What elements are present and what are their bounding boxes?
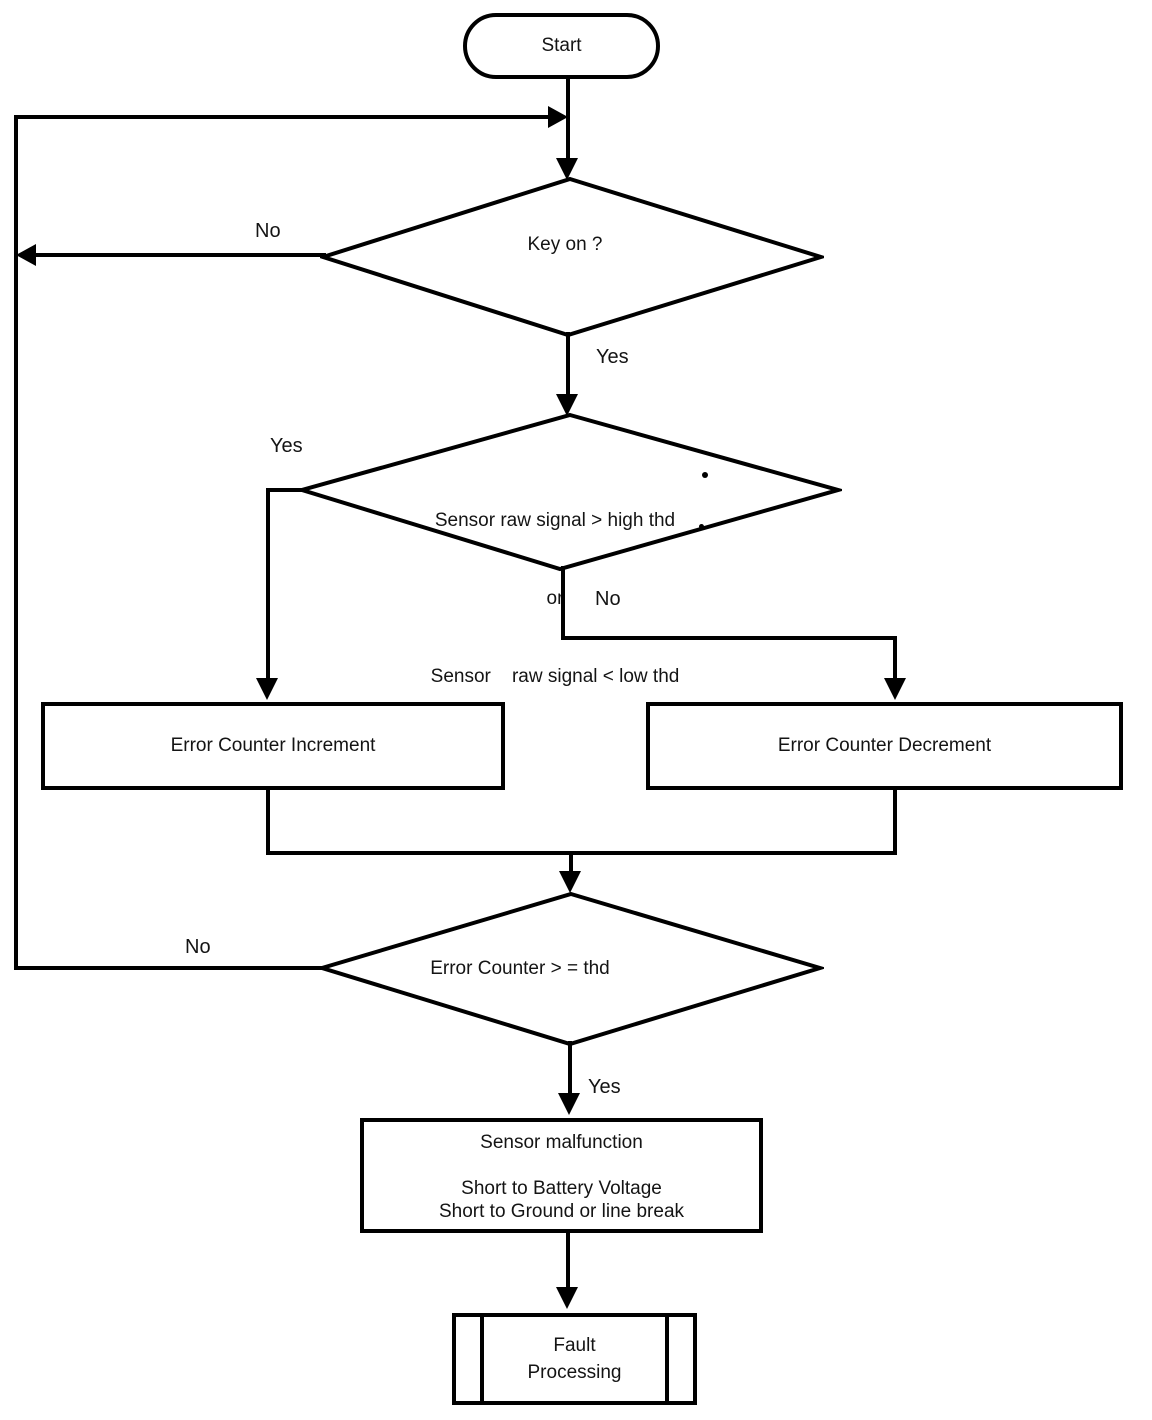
arrowhead-sensor-no — [884, 678, 906, 700]
sensor-malfunction-line1: Sensor malfunction — [480, 1132, 643, 1153]
node-start-label: Start — [541, 35, 582, 56]
sensor-signal-line1: Sensor raw signal > high thd — [434, 510, 676, 531]
fault-processing-line2: Processing — [527, 1362, 622, 1383]
connector-loop-top-horizontal — [14, 115, 548, 119]
connector-sensor-yes-stub — [266, 488, 304, 492]
connector-sensor-no-v2 — [893, 636, 897, 678]
node-sensor-signal-label: Sensor raw signal > high thd or Sensor r… — [330, 456, 780, 742]
connector-sensor-no-v1 — [561, 566, 565, 640]
sensor-signal-line2: or — [546, 588, 564, 609]
sensor-malfunction-line3: Short to Ground or line break — [438, 1201, 685, 1222]
fault-processing-line1: Fault — [553, 1335, 596, 1356]
edge-label-threshold-yes: Yes — [588, 1076, 621, 1098]
edge-label-keyon-no: No — [255, 220, 281, 242]
connector-keyon-no — [36, 253, 326, 257]
connector-loop-left-vertical — [14, 115, 18, 970]
arrowhead-merge-to-threshold — [559, 871, 581, 893]
connector-decrement-out — [893, 790, 897, 855]
arrowhead-malfunction-to-fault — [556, 1287, 578, 1309]
connector-sensor-no-h — [561, 636, 897, 640]
node-sensor-signal-decision — [298, 412, 842, 572]
edge-label-sensor-no: No — [595, 588, 621, 610]
edge-label-sensor-yes: Yes — [270, 435, 303, 457]
connector-start-to-keyon — [566, 78, 570, 160]
node-sensor-malfunction: Sensor malfunction Short to Battery Volt… — [360, 1118, 763, 1233]
connector-keyon-yes — [566, 332, 570, 396]
node-error-counter-increment: Error Counter Increment — [41, 702, 505, 790]
node-start: Start — [463, 13, 660, 79]
connector-sensor-yes-vertical — [266, 488, 270, 678]
arrowhead-threshold-yes — [558, 1093, 580, 1115]
node-error-counter-threshold-label: Error Counter > = thd — [430, 958, 610, 979]
stray-dot-2 — [699, 524, 704, 529]
connector-increment-out — [266, 790, 270, 855]
node-error-counter-decrement-label: Error Counter Decrement — [777, 735, 992, 756]
connector-merge-down — [569, 851, 573, 873]
arrowhead-sensor-yes — [256, 678, 278, 700]
arrowhead-start-to-keyon — [556, 158, 578, 180]
stray-dot-1 — [702, 472, 708, 478]
sensor-signal-line3: Sensor raw signal < low thd — [430, 666, 680, 687]
arrowhead-keyon-yes — [556, 394, 578, 416]
node-key-on-label: Key on ? — [527, 234, 603, 255]
connector-malfunction-to-fault — [566, 1231, 570, 1289]
fault-processing-left-stripe — [480, 1317, 484, 1401]
node-error-counter-increment-label: Error Counter Increment — [170, 735, 376, 756]
arrowhead-loop-into-main-line — [548, 106, 568, 128]
node-fault-processing: Fault Processing — [452, 1313, 697, 1405]
edge-label-keyon-yes: Yes — [596, 346, 629, 368]
connector-merge-horizontal — [266, 851, 897, 855]
edge-label-threshold-no: No — [185, 936, 211, 958]
connector-threshold-yes — [568, 1041, 572, 1095]
node-error-counter-decrement: Error Counter Decrement — [646, 702, 1123, 790]
connector-threshold-no — [16, 966, 322, 970]
fault-processing-right-stripe — [665, 1317, 669, 1401]
sensor-malfunction-line2: Short to Battery Voltage — [461, 1178, 662, 1199]
arrowhead-keyon-no — [16, 244, 36, 266]
